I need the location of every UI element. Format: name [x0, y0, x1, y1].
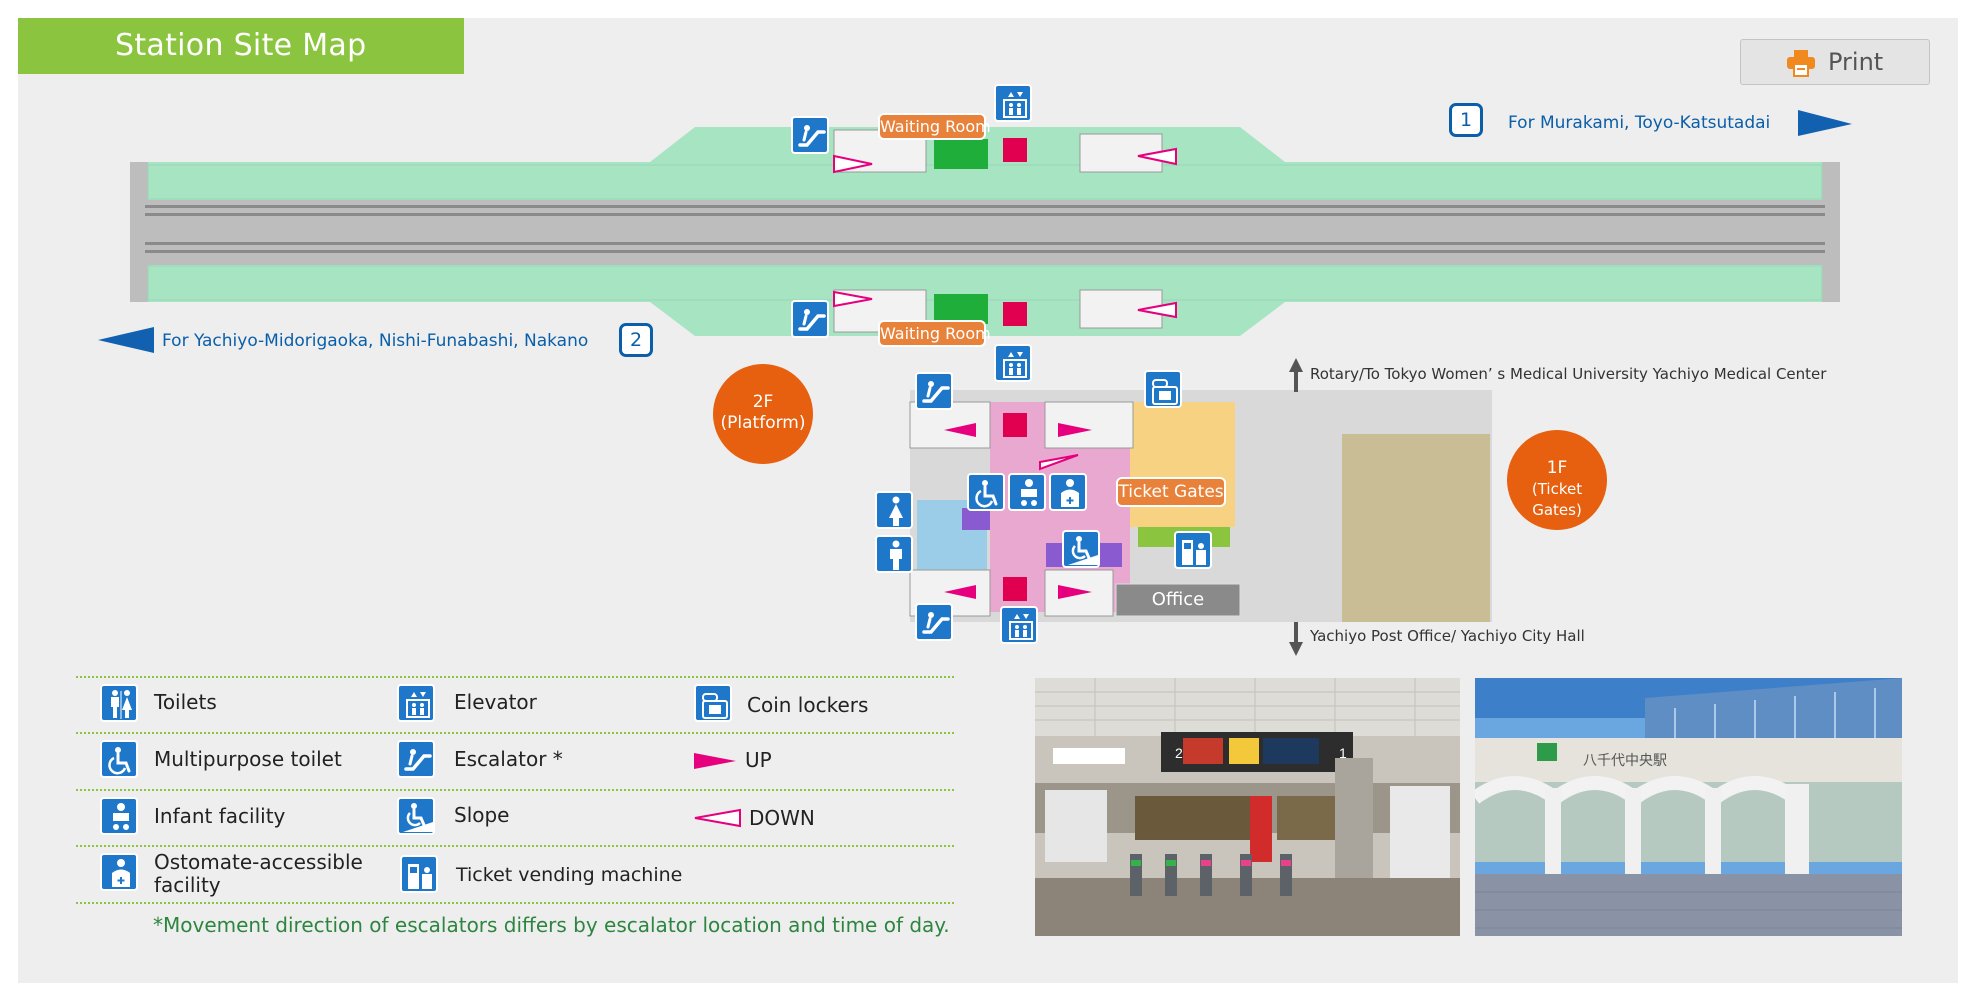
floor-1f-name: (Ticket Gates) — [1531, 480, 1583, 519]
legend-down: DOWN — [749, 806, 815, 830]
floor-1f-marker: 1F (Ticket Gates) — [1507, 430, 1607, 530]
woman-toilet-icon — [875, 491, 913, 529]
escalator-icon — [915, 372, 953, 410]
legend-multipurpose-toilet: Multipurpose toilet — [154, 747, 342, 771]
legend-infant-facility: Infant facility — [154, 804, 286, 828]
legend-divider — [76, 789, 954, 791]
print-label: Print — [1828, 48, 1884, 76]
infant-facility-icon — [1008, 473, 1046, 511]
slope-icon — [1062, 530, 1100, 568]
ostomate-icon — [1049, 473, 1087, 511]
station-building-sign: 八千代中央駅 — [1583, 753, 1667, 769]
legend-elevator: Elevator — [454, 690, 537, 714]
legend-toilets: Toilets — [154, 690, 217, 714]
elevator-icon — [397, 684, 435, 722]
legend-coin-lockers: Coin lockers — [747, 693, 869, 717]
ticket-gates-label: Ticket Gates — [1116, 477, 1226, 507]
legend-ostomate: Ostomate-accessible facility — [154, 850, 363, 897]
infant-facility-icon — [100, 797, 138, 835]
legend-divider — [76, 902, 954, 904]
north-exit-direction: Rotary/To Tokyo Women’ s Medical Univers… — [1310, 365, 1827, 383]
ticket-gates-photo: 2 1 — [1035, 678, 1460, 936]
gate-number-right: 1 — [1339, 745, 1347, 761]
printer-icon — [1785, 49, 1817, 81]
platform-2f — [98, 110, 1852, 353]
escalator-icon — [791, 116, 829, 154]
print-button[interactable]: Print — [1740, 39, 1930, 85]
track-1-direction: For Murakami, Toyo-Katsutadai — [1508, 113, 1771, 133]
waiting-room-label-upper: Waiting Room — [878, 113, 991, 140]
legend-up: UP — [745, 748, 772, 772]
floor-2f-marker: 2F (Platform) — [713, 364, 813, 464]
multipurpose-toilet-icon — [967, 473, 1005, 511]
track-2-badge: 2 — [619, 323, 653, 357]
elevator-icon — [994, 344, 1032, 382]
elevator-icon — [994, 84, 1032, 122]
slope-icon — [397, 797, 435, 835]
office-label: Office — [1151, 589, 1205, 610]
floor-1f-number: 1F — [1546, 458, 1568, 478]
coin-lockers-icon — [1144, 370, 1182, 408]
floor-2f-number: 2F — [752, 392, 774, 412]
station-exterior-photo: 八千代中央駅 — [1475, 678, 1902, 936]
toilets-icon — [100, 684, 138, 722]
ostomate-icon — [100, 853, 138, 891]
multipurpose-toilet-icon — [100, 740, 138, 778]
escalator-footnote: *Movement direction of escalators differ… — [153, 913, 950, 937]
track-2-direction: For Yachiyo-Midorigaoka, Nishi-Funabashi… — [162, 331, 589, 351]
track-1-badge: 1 — [1449, 103, 1483, 137]
ticket-vending-icon — [1174, 531, 1212, 569]
south-exit-direction: Yachiyo Post Office/ Yachiyo City Hall — [1310, 627, 1585, 645]
escalator-icon — [915, 603, 953, 641]
legend-escalator: Escalator * — [454, 747, 563, 771]
page-title: Station Site Map — [18, 18, 464, 74]
legend-divider — [76, 845, 954, 847]
gate-number-left: 2 — [1175, 745, 1183, 761]
legend-slope: Slope — [454, 803, 510, 827]
up-arrow-icon — [694, 753, 736, 769]
escalator-icon — [791, 300, 829, 338]
down-arrow-icon — [694, 808, 741, 828]
legend-divider — [76, 676, 954, 678]
floor-2f-name: (Platform) — [720, 413, 806, 433]
escalator-icon — [397, 740, 435, 778]
legend-ticket-vending: Ticket vending machine — [456, 864, 683, 886]
waiting-room-label-lower: Waiting Room — [878, 320, 991, 347]
ticket-vending-icon — [400, 855, 438, 893]
legend-divider — [76, 732, 954, 734]
elevator-icon — [1000, 606, 1038, 644]
coin-lockers-icon — [694, 684, 732, 722]
man-toilet-icon — [875, 535, 913, 573]
